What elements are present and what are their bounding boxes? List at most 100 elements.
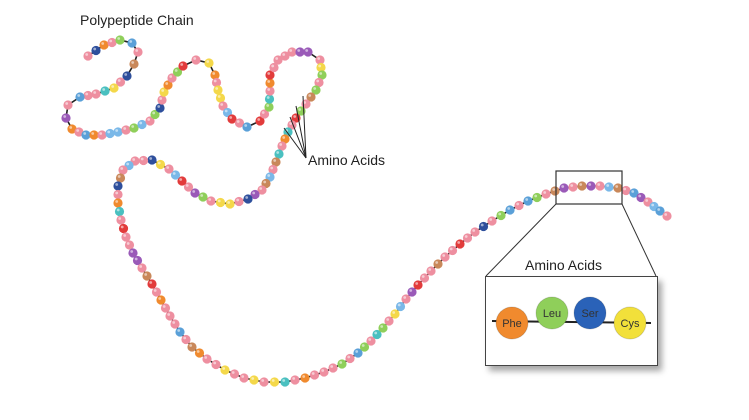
amino-acid-bead xyxy=(160,303,171,313)
amino-acid-bead xyxy=(239,373,249,383)
amino-acid-bead xyxy=(220,365,230,375)
bead-highlight xyxy=(252,191,256,195)
bead-highlight xyxy=(139,121,143,125)
amino-acid-bead xyxy=(194,348,205,358)
bead-highlight xyxy=(293,115,297,118)
bead-highlight xyxy=(126,162,130,166)
bead-highlight xyxy=(657,208,661,211)
bead-highlight xyxy=(134,257,138,261)
bead-highlight xyxy=(615,185,619,188)
amino-acid-bead xyxy=(277,141,287,151)
amino-acid-bead xyxy=(505,205,515,215)
bead-highlight xyxy=(303,101,307,104)
bead-highlight xyxy=(77,94,81,97)
bead-highlight xyxy=(245,196,249,199)
amino-acid-bead xyxy=(455,239,465,249)
bead-highlight xyxy=(525,198,529,201)
bead-highlight xyxy=(397,303,401,307)
bead-highlight xyxy=(267,174,271,177)
bead-highlight xyxy=(267,80,271,83)
amino-acid-bead xyxy=(243,194,253,204)
amino-acids-callout-label: Amino Acids xyxy=(308,152,386,168)
bead-highlight xyxy=(259,187,263,190)
amino-acid-bead xyxy=(440,252,450,262)
inset-residue-cys xyxy=(613,306,647,340)
bead-highlight xyxy=(421,275,425,278)
bead-highlight xyxy=(107,130,111,134)
bead-highlight xyxy=(279,143,283,146)
bead-highlight xyxy=(457,241,461,244)
bead-highlight xyxy=(442,254,446,257)
bead-highlight xyxy=(126,242,130,245)
amino-acid-bead xyxy=(113,198,123,208)
bead-highlight xyxy=(316,79,320,83)
bead-highlight xyxy=(172,172,176,175)
bead-highlight xyxy=(159,97,163,100)
amino-acid-bead xyxy=(113,127,123,137)
bead-highlight xyxy=(273,159,277,162)
inset-residue-phe xyxy=(495,306,529,340)
amino-acid-bead xyxy=(264,94,275,104)
bead-highlight xyxy=(449,247,453,251)
bead-highlight xyxy=(91,132,95,135)
bead-highlight xyxy=(311,372,315,375)
bead-highlight xyxy=(180,63,184,66)
bead-highlight xyxy=(65,102,69,105)
amino-acid-bead xyxy=(97,130,107,140)
bead-highlight xyxy=(480,223,484,227)
bead-highlight xyxy=(217,95,221,98)
amino-acid-bead xyxy=(206,196,216,206)
bead-highlight xyxy=(638,194,642,198)
amino-acid-bead xyxy=(259,377,269,387)
bead-highlight xyxy=(135,49,139,52)
amino-acid-bead xyxy=(156,295,166,305)
bead-highlight xyxy=(275,57,279,60)
amino-acid-bead xyxy=(384,316,394,326)
amino-acid-bead xyxy=(116,215,126,225)
bead-highlight xyxy=(192,190,196,193)
bead-highlight xyxy=(263,180,267,184)
bead-highlight xyxy=(489,218,493,221)
bead-highlight xyxy=(261,111,265,114)
amino-acid-bead xyxy=(287,47,297,57)
bead-highlight xyxy=(204,356,208,359)
amino-acid-bead xyxy=(595,181,605,191)
amino-acid-bead xyxy=(514,200,524,211)
amino-acid-bead xyxy=(419,273,430,283)
amino-acid-bead xyxy=(181,334,191,345)
bead-highlight xyxy=(111,85,115,88)
bead-highlight xyxy=(83,132,87,135)
bead-highlight xyxy=(115,191,119,195)
amino-acid-bead xyxy=(426,266,436,276)
bead-highlight xyxy=(244,124,248,127)
bead-highlight xyxy=(298,108,302,111)
amino-acid-bead xyxy=(337,359,347,369)
bead-highlight xyxy=(435,261,439,264)
amino-acid-bead xyxy=(147,279,157,289)
amino-acid-bead xyxy=(198,192,208,202)
inset-residue-label: Phe xyxy=(502,318,522,330)
amino-acid-bead xyxy=(105,128,115,139)
amino-acid-bead xyxy=(234,196,244,207)
bead-highlight xyxy=(236,198,240,202)
amino-acid-bead xyxy=(328,363,338,373)
bead-highlight xyxy=(220,103,224,106)
bead-highlight xyxy=(386,318,390,321)
bead-highlight xyxy=(409,289,413,292)
amino-acid-bead xyxy=(532,192,542,203)
callout-pointer-line xyxy=(302,95,307,159)
bead-highlight xyxy=(174,69,178,72)
bead-highlight xyxy=(213,79,217,83)
bead-highlight xyxy=(227,201,231,204)
bead-highlight xyxy=(157,161,161,165)
inset-residue-ser xyxy=(573,296,607,330)
bead-highlight xyxy=(229,116,233,119)
bead-highlight xyxy=(428,268,432,271)
bead-highlight xyxy=(118,217,122,220)
bead-highlight xyxy=(124,73,128,76)
bead-highlight xyxy=(193,57,197,60)
callout-pointer-line xyxy=(283,127,307,159)
bead-highlight xyxy=(606,184,610,187)
bead-highlight xyxy=(116,208,120,212)
